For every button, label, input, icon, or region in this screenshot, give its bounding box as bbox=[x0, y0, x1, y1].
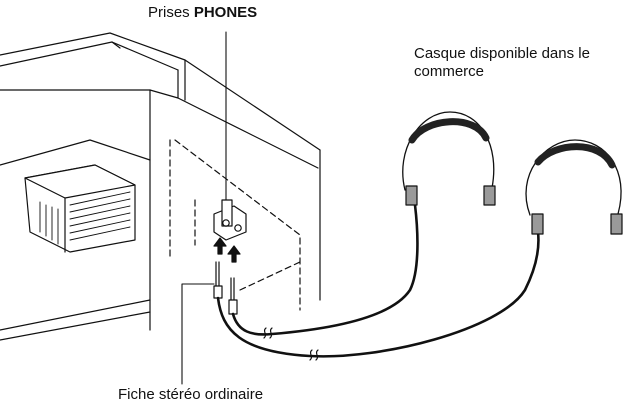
stereo-plugs bbox=[181, 261, 238, 385]
headphones-label-line2: commerce bbox=[414, 63, 485, 80]
headphones-1 bbox=[402, 111, 496, 206]
phones-label-prefix: Prises bbox=[148, 4, 194, 21]
headphones-label: Casque disponible dans le commerce bbox=[414, 45, 590, 81]
headphone-cables bbox=[216, 203, 540, 361]
headphones-label-line1: Casque disponible dans le bbox=[414, 45, 590, 62]
phones-label-bold: PHONES bbox=[193, 4, 258, 21]
headphones-2 bbox=[525, 139, 623, 235]
stereo-plug-label: Fiche stéréo ordinaire bbox=[118, 386, 264, 403]
speaker-box bbox=[24, 164, 136, 253]
insertion-arrows bbox=[213, 237, 241, 263]
piano-body bbox=[0, 32, 321, 341]
phones-jacks-label: Prises PHONES bbox=[148, 4, 257, 22]
phones-jack-panel bbox=[213, 31, 247, 241]
